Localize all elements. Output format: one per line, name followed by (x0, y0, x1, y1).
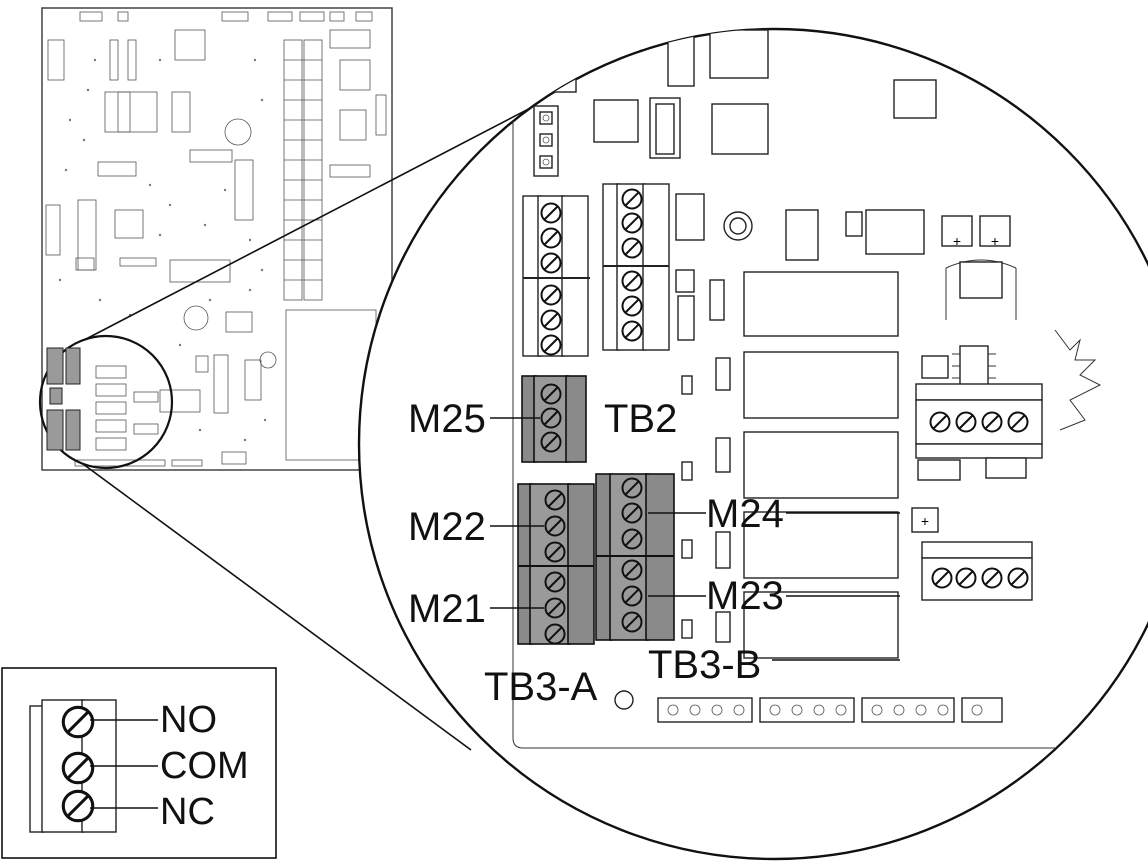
right-terminal-lower (921, 541, 1033, 601)
label-tb2: TB2 (604, 397, 677, 441)
zoom-source-circle (38, 334, 174, 470)
upper-terminal-block-left (522, 195, 590, 357)
upper-terminal-block-right (602, 183, 670, 351)
label-m22: M22 (408, 505, 486, 549)
legend-nc: NC (160, 791, 215, 833)
overview-terminal-blocks (46, 347, 159, 451)
bottom-connectors (657, 697, 1003, 723)
label-m21: M21 (408, 587, 486, 631)
label-m25: M25 (408, 397, 486, 441)
zoom-detail: + + (490, 29, 1140, 749)
svg-text:+: + (953, 233, 961, 249)
label-tb3b: TB3-B (648, 643, 761, 687)
tb2-terminal-block (521, 375, 587, 463)
svg-text:+: + (921, 513, 929, 529)
terminal-legend: NO COM NC (1, 667, 277, 859)
right-terminal-upper (915, 383, 1043, 459)
svg-text:+: + (991, 233, 999, 249)
overview-board (41, 7, 393, 471)
zoom-connector-bottom (82, 463, 472, 751)
legend-no: NO (160, 699, 217, 741)
label-m24: M24 (706, 492, 784, 536)
legend-com: COM (160, 745, 249, 787)
label-m23: M23 (706, 574, 784, 618)
label-tb3a: TB3-A (484, 665, 598, 709)
tb3a-terminal-block (517, 483, 595, 645)
tb3b-terminal-block (595, 473, 675, 641)
